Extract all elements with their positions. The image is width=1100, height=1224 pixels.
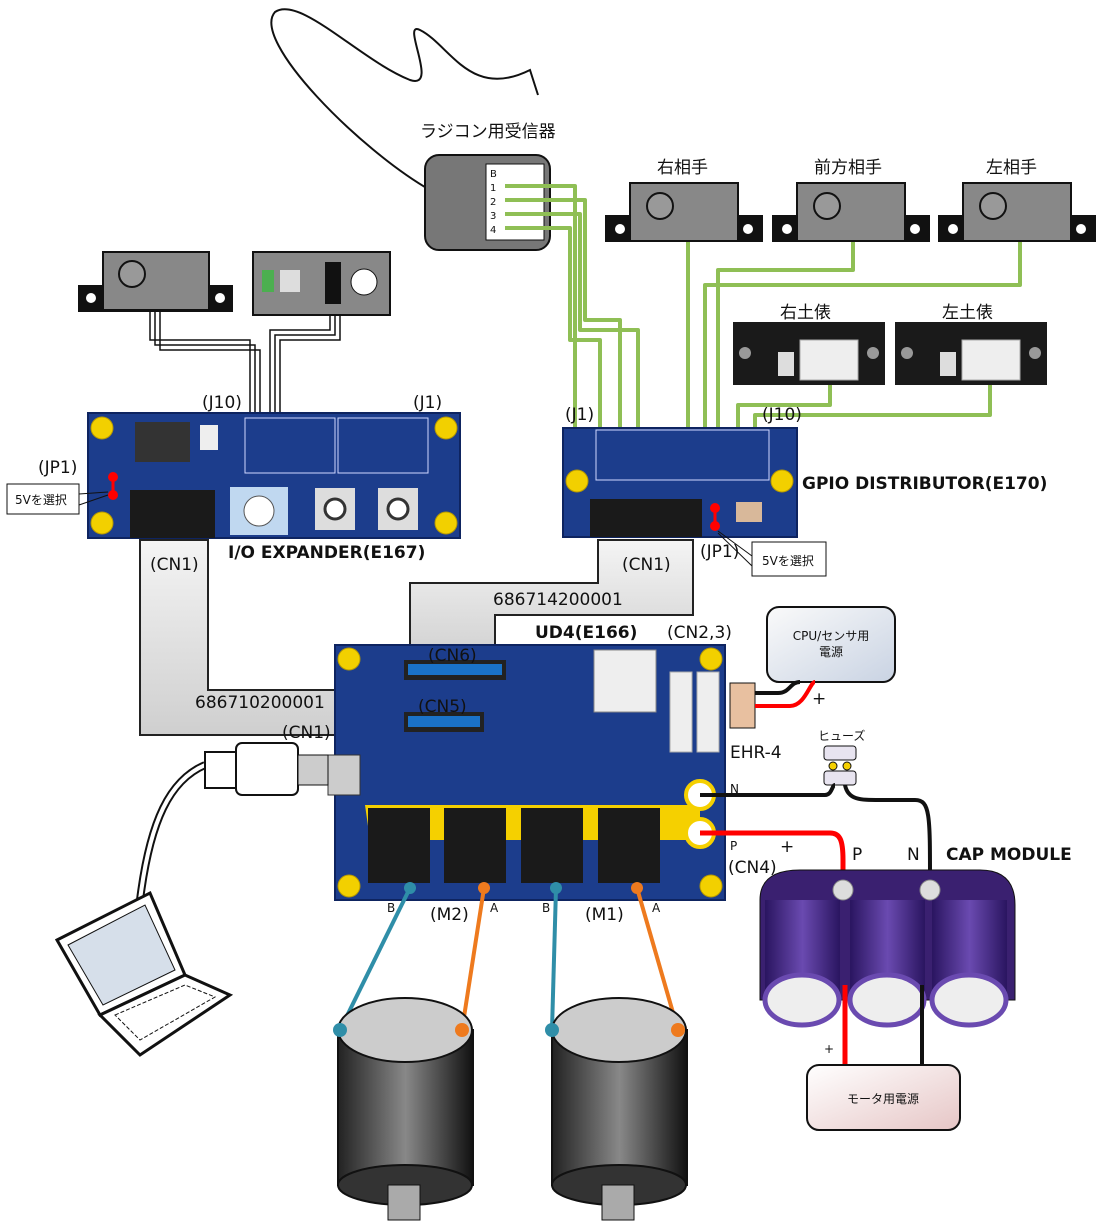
ud4-title: UD4(E166) [535,623,637,643]
opponent-sensor-label: 左相手 [986,158,1037,178]
sensor-module-b [252,251,391,316]
line-sensor-right [733,322,885,385]
ehr4-connector [729,682,756,729]
io-expander-board [87,412,461,539]
io-j1-label: (J1) [413,393,442,413]
cpu-power-negative-wire [755,680,801,695]
cn4-plus-label: + [780,837,794,857]
cap-module-title: CAP MODULE [946,845,1072,865]
signal-wires [505,184,1022,460]
opponent-sensor-right [605,182,763,242]
cap-p-label: P [852,845,862,865]
cpu-power-plus: + [812,689,826,709]
gpio-jp1-note: 5Vを選択 [762,554,814,568]
io-jp1-note: 5Vを選択 [15,493,67,507]
receiver-pin: B [490,169,497,180]
cap-module [759,869,1016,1028]
ud4-cn4-label: (CN4) [728,858,777,878]
gpio-distributor-board [562,427,798,538]
cpu-power-line1: CPU/センサ用 [793,629,869,643]
receiver-pin: 3 [490,211,496,222]
ehr4-label: EHR-4 [730,743,782,763]
motor-m2 [333,997,474,1221]
receiver-pin: 1 [490,183,496,194]
fuse-icon [823,745,857,786]
n-wire [700,783,932,881]
cap-n-label: N [907,845,920,865]
m2-b-label: B [387,901,395,915]
gpio-jp1-label: (JP1) [700,542,739,562]
io-jp1-callout: 5Vを選択 [6,483,109,515]
gpio-j1-label: (J1) [565,405,594,425]
m1-label: (M1) [585,905,624,925]
ud4-cn5-label: (CN5) [418,697,467,717]
receiver-pins: B 1 2 3 4 [490,169,497,236]
receiver-pin: 4 [490,225,496,236]
motor-wires [338,882,680,1031]
rc-receiver: B 1 2 3 4 [424,154,551,251]
motor-power-label: モータ用電源 [847,1092,919,1106]
fuse-label: ヒューズ [818,728,865,743]
opponent-sensor-front [772,182,930,242]
line-sensor-left [895,322,1047,385]
line-sensor-label: 左土俵 [942,303,993,323]
cable-b-label: 686710200001 [195,693,325,713]
io-expander-title: I/O EXPANDER(E167) [228,543,425,563]
io-cn1-label: (CN1) [150,555,199,575]
cn4-n-label: N [730,782,739,796]
cable-a-label: 686714200001 [493,590,623,610]
m1-a-label: A [652,901,661,915]
motor-power-supply: モータ用電源 [806,1064,961,1131]
cpu-power-line2: 電源 [819,645,843,659]
gpio-cn1-label: (CN1) [622,555,671,575]
opponent-sensor-label: 右相手 [657,158,708,178]
ud4-cn23-label: (CN2,3) [667,623,732,643]
gpio-distributor-title: GPIO DISTRIBUTOR(E170) [802,474,1047,494]
antenna-wire [270,8,539,191]
sensor-wires-black [149,312,341,460]
motor-power-plus: + [824,1042,834,1056]
ud4-cn6-label: (CN6) [428,646,477,666]
m2-a-label: A [490,901,499,915]
line-sensor-label: 右土俵 [780,303,831,323]
io-j10-label: (J10) [202,393,242,413]
usb-cable [136,742,329,901]
m1-b-label: B [542,901,550,915]
motor-m1 [545,997,688,1221]
gpio-j10-label: (J10) [762,405,802,425]
opponent-sensor-label: 前方相手 [814,158,882,178]
cpu-power-supply: CPU/センサ用 電源 [766,606,896,683]
receiver-pin: 2 [490,197,496,208]
ud4-board [327,644,726,901]
cn4-p-label: P [730,839,737,853]
cpu-power-positive-wire [755,680,816,708]
laptop-icon [54,890,234,1057]
sensor-module-a [78,251,233,312]
m2-label: (M2) [430,905,469,925]
p-wire [700,830,846,890]
gpio-jp1-callout: 5Vを選択 [717,530,827,577]
ud4-cn1-label: (CN1) [282,723,331,743]
io-jp1-label: (JP1) [38,458,77,478]
opponent-sensor-left [938,182,1096,242]
receiver-label: ラジコン用受信器 [420,122,556,142]
